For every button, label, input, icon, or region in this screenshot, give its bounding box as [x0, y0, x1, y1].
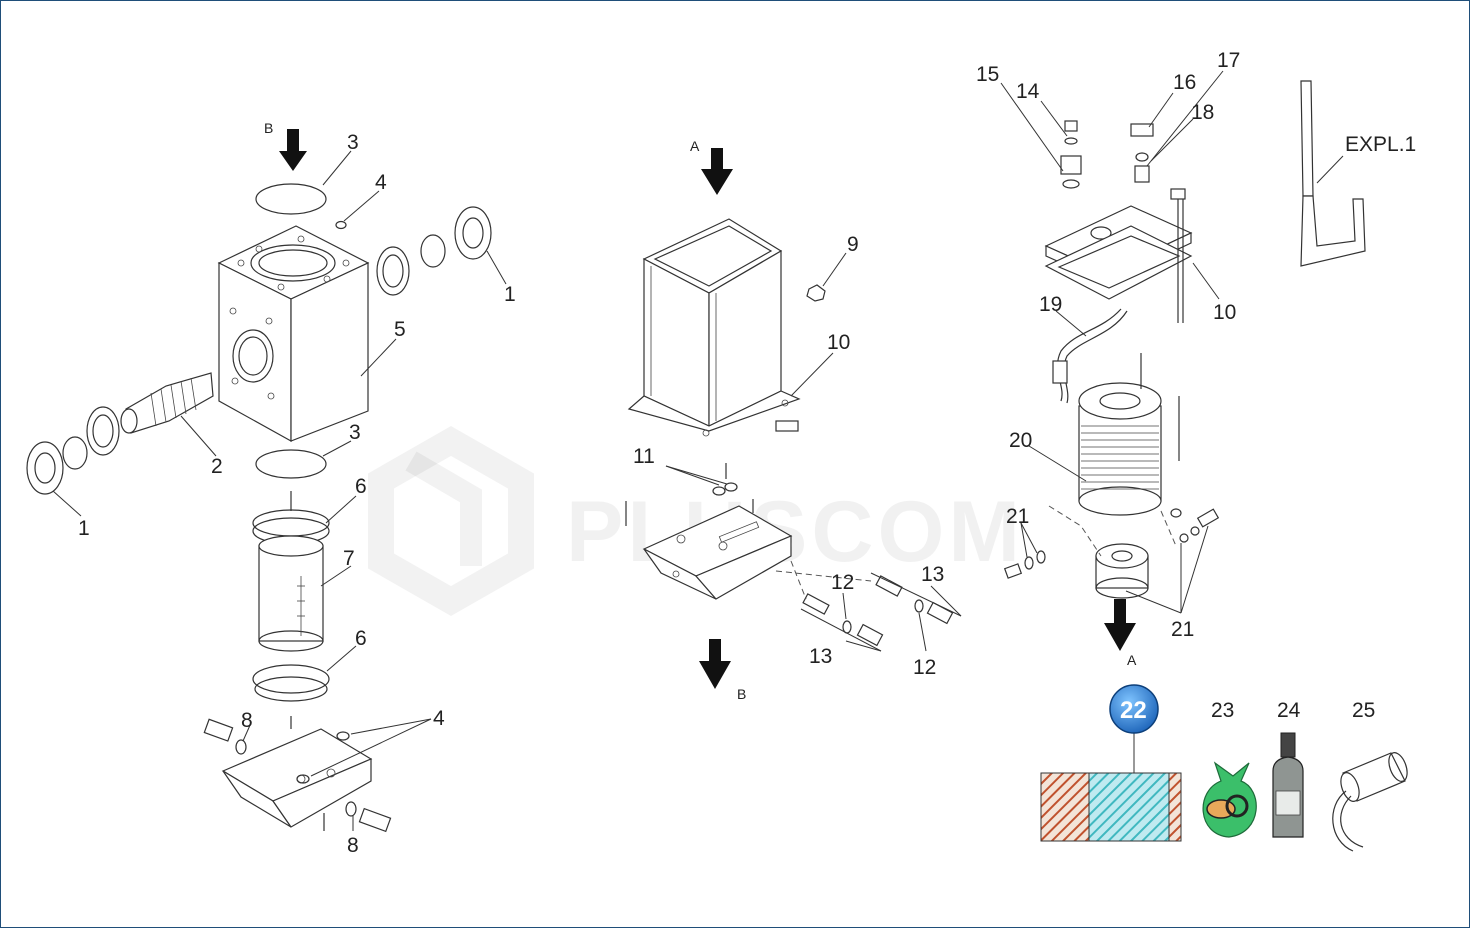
item-23-bag: [1202, 761, 1257, 838]
label-19: 19: [1039, 293, 1062, 316]
part-5-block: [217, 225, 370, 443]
label-13-left: 13: [809, 645, 832, 668]
label-1-left: 1: [78, 517, 90, 540]
part-20-coil: [1078, 382, 1162, 516]
label-5: 5: [394, 318, 406, 341]
label-24: 24: [1277, 699, 1301, 722]
item-22-kit: [1040, 684, 1182, 842]
label-25: 25: [1352, 699, 1375, 722]
watermark-text: PLUSCOM: [566, 484, 1024, 580]
label-4-top: 4: [375, 171, 387, 194]
label-arrow-a-top: A: [690, 138, 700, 154]
label-expl1: EXPL.1: [1345, 133, 1416, 156]
label-18: 18: [1191, 101, 1214, 124]
label-8-lower: 8: [347, 834, 359, 857]
base-plate: [221, 716, 373, 831]
part-labels: B 3 4 1 5 2 1 3 6 7 6 8 4 8 A 9 10 11 12…: [78, 49, 1416, 857]
left-assembly: [26, 129, 492, 833]
middle-plate: [642, 505, 793, 600]
part-2-shaft: [120, 372, 214, 434]
right-leaders: [1000, 70, 1224, 614]
item-24-bottle: [1272, 732, 1304, 838]
label-1-right: 1: [504, 283, 516, 306]
label-12-right: 12: [913, 656, 936, 679]
part-7-glass: [258, 535, 324, 652]
part-21-body: [1095, 543, 1149, 599]
label-21-right: 21: [1171, 618, 1194, 641]
watermark: PLUSCOM: [368, 426, 1024, 616]
label-15: 15: [976, 63, 999, 86]
label-arrow-b-top: B: [264, 120, 273, 136]
item-25-capacitor: [1332, 752, 1408, 852]
arrow-b-top: [279, 129, 307, 171]
label-12-left: 12: [831, 571, 854, 594]
label-20: 20: [1009, 429, 1032, 452]
label-11: 11: [633, 445, 655, 468]
label-23: 23: [1211, 699, 1234, 722]
label-17: 17: [1217, 49, 1240, 72]
label-6-top: 6: [355, 475, 367, 498]
expl-tool: [1300, 80, 1366, 267]
cover-plate: [1044, 205, 1193, 300]
label-6-lower: 6: [355, 627, 367, 650]
housing-box: [627, 218, 801, 437]
label-3-top: 3: [347, 131, 359, 154]
label-2: 2: [211, 455, 223, 478]
label-7: 7: [343, 547, 355, 570]
label-21-left: 21: [1006, 505, 1029, 528]
label-10-middle: 10: [827, 331, 850, 354]
label-8-top: 8: [241, 709, 253, 732]
label-16: 16: [1173, 71, 1196, 94]
label-arrow-a-bottom: A: [1127, 652, 1137, 668]
label-3-lower: 3: [349, 421, 361, 444]
kit-items: [1040, 684, 1408, 852]
label-4-lower: 4: [433, 707, 445, 730]
middle-assembly: [625, 148, 954, 689]
label-22: 22: [1120, 697, 1147, 724]
right-assembly: [1003, 120, 1220, 651]
middle-leaders: [665, 252, 962, 652]
label-13-right: 13: [921, 563, 944, 586]
label-14: 14: [1016, 80, 1040, 103]
label-arrow-b-bottom: B: [737, 686, 746, 702]
label-9: 9: [847, 233, 859, 256]
left-leaders: [52, 150, 507, 831]
label-10-right: 10: [1213, 301, 1236, 324]
